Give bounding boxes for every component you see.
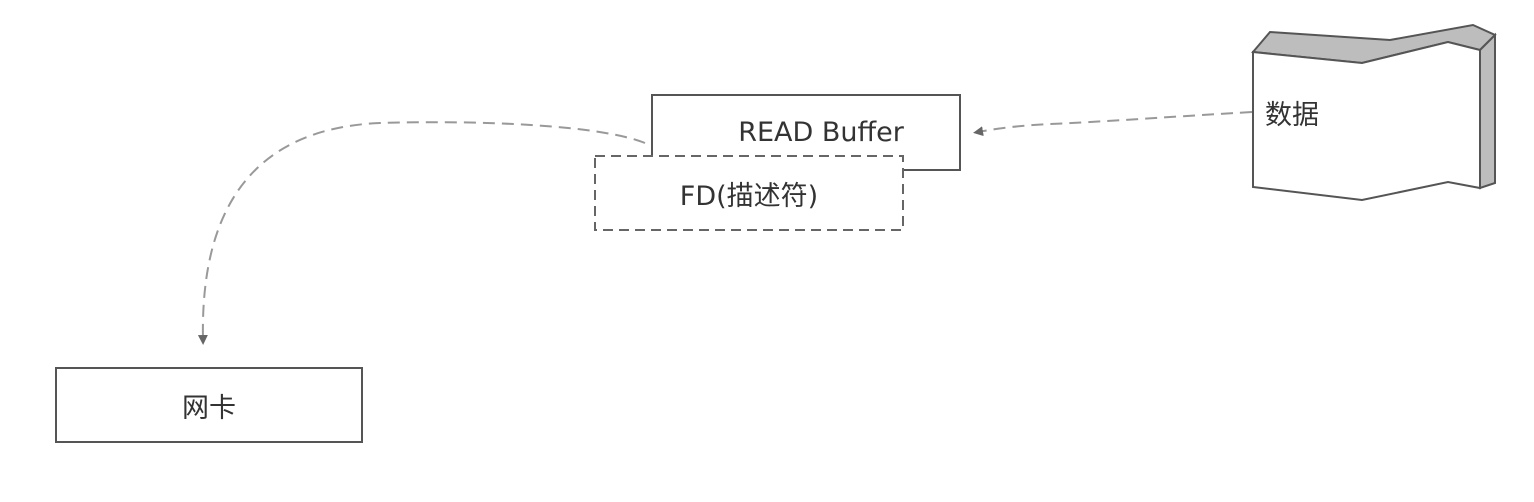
- edge-read-buffer-to-nic: [197, 121, 646, 345]
- read-buffer-label: READ Buffer: [738, 117, 904, 148]
- data-shape: [1251, 23, 1497, 202]
- data-label: 数据: [1265, 99, 1319, 131]
- nic-box: [55, 367, 363, 443]
- fd-box: [594, 155, 904, 231]
- fd-label: FD(描述符): [679, 180, 819, 212]
- edge-data-to-read-buffer: [973, 111, 1253, 137]
- nic-label: 网卡: [182, 392, 236, 424]
